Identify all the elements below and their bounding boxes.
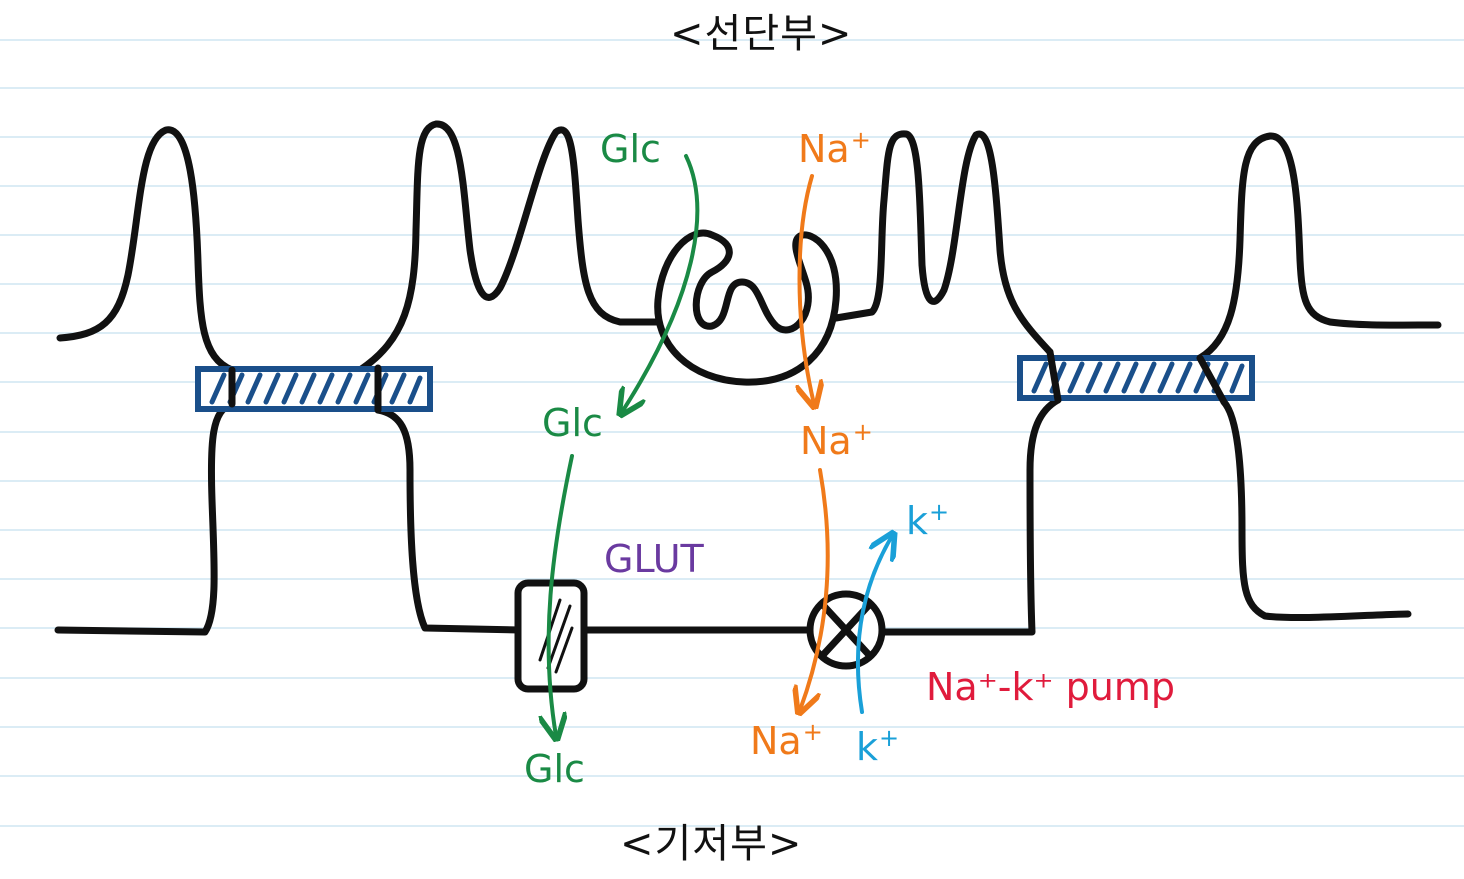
glc-label-lumen: Glc <box>600 127 661 171</box>
apical-symporter <box>654 229 840 386</box>
plus-superscript: + <box>879 724 900 752</box>
k-text: k <box>856 725 879 769</box>
glc-label-interstitium: Glc <box>524 747 585 791</box>
right-cell-outline <box>1196 132 1442 622</box>
glc-arrow-exit <box>549 454 574 736</box>
na-text: Na <box>798 127 850 171</box>
tight-junction-left <box>195 364 433 414</box>
k-text: k <box>906 499 929 543</box>
na-arrow-entry <box>800 174 815 404</box>
na-label-interstitium: Na+ <box>750 719 823 763</box>
na-text: Na <box>750 719 802 763</box>
k-label-interstitium: k+ <box>856 725 899 769</box>
glut-label: GLUT <box>604 537 704 581</box>
na-label-cytoplasm: Na+ <box>800 419 873 463</box>
central-cell-outline <box>356 120 1062 636</box>
plus-superscript: + <box>802 718 823 746</box>
na-text: Na <box>800 419 852 463</box>
glc-label-cytoplasm: Glc <box>542 401 603 445</box>
plus-superscript: + <box>850 126 871 154</box>
glc-arrow-entry <box>622 154 700 412</box>
plus-superscript: + <box>852 418 873 446</box>
apical-title: <선단부> <box>670 11 853 57</box>
pump-label: Na⁺-k⁺ pump <box>926 665 1175 709</box>
k-arrow-entry <box>855 536 892 714</box>
basal-title: <기저부> <box>620 821 803 867</box>
tight-junction-right <box>1017 348 1255 406</box>
na-arrow-exit <box>800 468 830 710</box>
plus-superscript: + <box>929 498 950 526</box>
k-label-cytoplasm: k+ <box>906 499 949 543</box>
left-cell-outline <box>54 126 236 636</box>
na-label-lumen: Na+ <box>798 127 871 171</box>
